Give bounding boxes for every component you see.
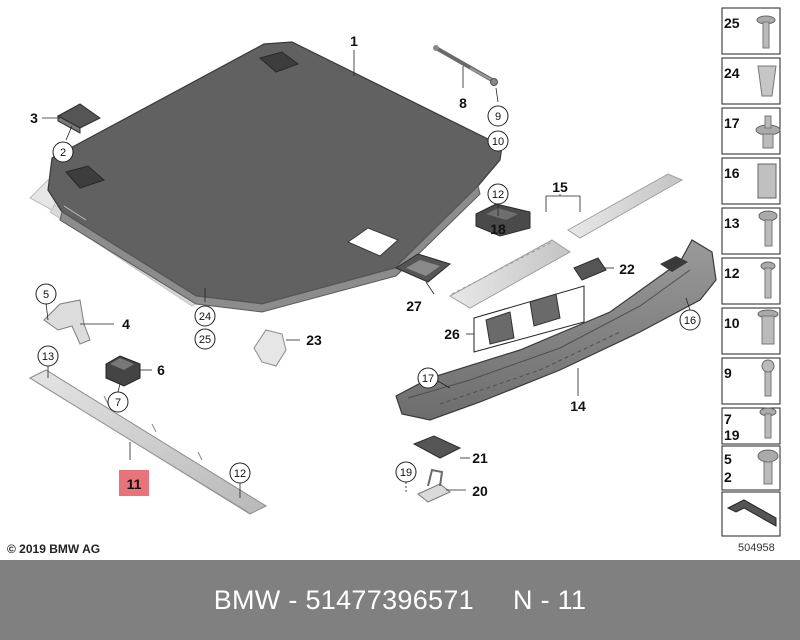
legend-cell-12: 12 <box>721 257 781 305</box>
fastener-legend: 25 24 17 16 13 12 <box>721 7 781 537</box>
trim-strips <box>448 173 684 309</box>
legend-cell-7-19: 7 19 <box>721 407 781 445</box>
callout-24: 24 <box>199 311 211 323</box>
callout-18: 18 <box>490 221 506 237</box>
leader-lines <box>42 50 691 498</box>
callout-6: 6 <box>157 362 165 378</box>
callout-23: 23 <box>306 332 322 348</box>
legend-num-17: 17 <box>724 115 740 131</box>
legend-num-7: 7 <box>724 411 732 427</box>
callout-20: 20 <box>472 483 488 499</box>
footer-gap <box>474 585 513 615</box>
legend-num-5: 5 <box>724 451 732 467</box>
legend-num-25: 25 <box>724 15 740 31</box>
callout-12-top: 12 <box>492 189 504 201</box>
bracket-23 <box>253 329 287 367</box>
callout-3: 3 <box>30 110 38 126</box>
legend-num-24: 24 <box>724 65 740 81</box>
highlight-box <box>119 470 149 496</box>
callout-19: 19 <box>400 467 412 479</box>
legend-num-12: 12 <box>724 265 740 281</box>
callout-14: 14 <box>570 398 586 414</box>
handle-recess <box>394 253 452 283</box>
callout-27: 27 <box>406 298 422 314</box>
legend-cell-arrow <box>721 491 781 537</box>
callout-12-bottom: 12 <box>234 468 246 480</box>
callout-13: 13 <box>42 351 54 363</box>
legend-cell-24: 24 <box>721 57 781 105</box>
footer-position: N - 11 <box>512 585 587 615</box>
callout-2: 2 <box>60 147 66 159</box>
switch-6 <box>105 355 141 387</box>
lashing-eye <box>417 468 451 503</box>
callout-21: 21 <box>472 450 488 466</box>
callout-25: 25 <box>199 334 211 346</box>
callout-17: 17 <box>422 373 434 385</box>
loading-sill-cover <box>395 239 717 421</box>
footer-bar: BMW - 51477396571 N - 11 <box>0 560 800 640</box>
legend-num-9: 9 <box>724 365 732 381</box>
callout-1: 1 <box>350 33 358 49</box>
parts-diagram: 1 3 8 4 6 23 15 18 22 27 26 14 21 20 11 … <box>28 7 781 537</box>
legend-cell-25: 25 <box>721 7 781 55</box>
callout-16: 16 <box>684 315 696 327</box>
callout-8: 8 <box>459 95 467 111</box>
callout-26: 26 <box>444 326 460 342</box>
footer-part-number: 51477396571 <box>305 585 474 615</box>
legend-cell-5-2: 5 2 <box>721 445 781 491</box>
cover-21 <box>412 435 462 459</box>
circled-callouts <box>35 105 701 484</box>
legend-num-16: 16 <box>724 165 740 181</box>
gas-strut <box>433 45 498 86</box>
clip-pair <box>473 285 585 353</box>
legend-num-10: 10 <box>724 315 740 331</box>
footer-sep-1: - <box>280 585 306 615</box>
callout-10: 10 <box>492 136 504 148</box>
legend-num-13: 13 <box>724 215 740 231</box>
legend-num-2: 2 <box>724 469 732 485</box>
clip-22 <box>573 257 607 281</box>
holder-part <box>475 203 531 237</box>
drawing-number: 504958 <box>738 542 775 554</box>
legend-cell-13: 13 <box>721 207 781 255</box>
callout-5: 5 <box>43 289 49 301</box>
callout-9: 9 <box>495 111 501 123</box>
legend-cell-10: 10 <box>721 307 781 355</box>
floor-panel <box>29 41 503 313</box>
cap-part <box>56 103 101 134</box>
bracket-4 <box>43 299 91 345</box>
callout-22: 22 <box>619 261 635 277</box>
callout-15: 15 <box>552 179 568 195</box>
legend-cell-9: 9 <box>721 357 781 405</box>
callout-11: 11 <box>127 476 142 492</box>
legend-cell-17: 17 <box>721 107 781 155</box>
copyright-notice: © 2019 BMW AG <box>7 542 101 556</box>
callout-7: 7 <box>115 397 121 409</box>
legend-cell-16: 16 <box>721 157 781 205</box>
footer-label: BMW - 51477396571 N - 11 <box>0 560 800 640</box>
legend-num-19: 19 <box>724 427 740 443</box>
side-rail <box>28 369 268 515</box>
direction-arrow-icon <box>726 499 777 527</box>
footer-brand: BMW <box>213 585 281 615</box>
callout-4: 4 <box>122 316 130 332</box>
